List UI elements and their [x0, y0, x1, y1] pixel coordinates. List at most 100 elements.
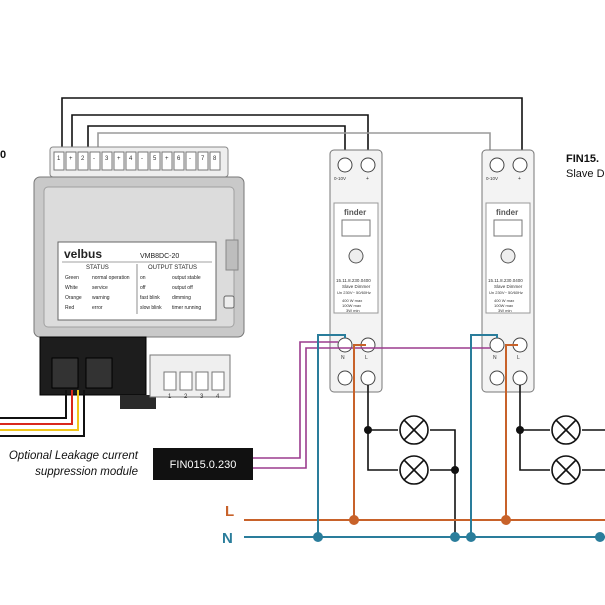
dimmer-subtitle: Slave Dimmer — [342, 284, 371, 289]
status-color: White — [65, 285, 78, 291]
dimmer-dial-frame — [493, 219, 523, 237]
neutral-junction-dot — [466, 532, 476, 542]
neutral-junction-dot — [595, 532, 605, 542]
live-junction-dot — [349, 515, 359, 525]
status-color: Red — [65, 305, 74, 311]
status-color: Green — [65, 275, 79, 281]
terminal-screw — [113, 151, 125, 171]
terminal-screw — [337, 157, 353, 173]
controller-vent — [225, 239, 239, 271]
neutral-bus — [244, 334, 605, 538]
terminal-screw — [149, 151, 161, 171]
dimmer-terminal-label: N — [493, 355, 497, 361]
dimmer-voltage: Un 230V~ 50/60Hz — [489, 290, 523, 295]
top-terminal-label: 8 — [213, 156, 217, 162]
terminal-screw — [489, 157, 505, 173]
bottom-terminal-label: 3 — [200, 394, 204, 400]
terminal-screw — [185, 151, 197, 171]
top-terminal-label: + — [69, 156, 73, 162]
terminal-screw — [489, 370, 505, 386]
status-header: STATUS — [86, 265, 109, 271]
junction-dot — [364, 426, 372, 434]
dimmer-model: 15.11.8.230.0400 — [336, 278, 371, 283]
dimmer-dial — [500, 248, 516, 264]
terminal-screw — [53, 151, 65, 171]
dimmer-brand: finder — [344, 208, 366, 217]
status-meaning: service — [92, 285, 108, 291]
live-junction-dot — [501, 515, 511, 525]
bottom-terminal-label: 2 — [184, 394, 188, 400]
dimmer-subtitle: Slave Dimmer — [494, 284, 523, 289]
top-terminal-label: 4 — [129, 156, 133, 162]
dimmer-terminal-label: L — [365, 355, 368, 361]
top-terminal-label: - — [93, 156, 95, 162]
bottom-terminal — [211, 371, 225, 391]
partial-left-label: 0 — [0, 149, 6, 161]
bottom-terminal — [195, 371, 209, 391]
control-wires — [61, 97, 523, 152]
dimmer-rating: 3W min — [346, 308, 360, 313]
dimmer-terminal-label: N — [341, 355, 345, 361]
dimmer-dial-frame — [341, 219, 371, 237]
top-terminals — [53, 151, 221, 171]
dimmer-top-label: 0-10V — [486, 176, 498, 181]
output-meaning: dimming — [172, 295, 191, 301]
terminal-screw — [125, 151, 137, 171]
dimmer-terminal-label: L — [517, 355, 520, 361]
output-state: on — [140, 275, 146, 281]
right-label-line1: FIN15. — [566, 153, 599, 165]
top-terminal-label: - — [141, 156, 143, 162]
top-terminal-label: 5 — [153, 156, 157, 162]
terminal-screw — [512, 370, 528, 386]
terminal-screw — [337, 337, 353, 353]
output-state: off — [140, 285, 146, 291]
top-terminal-label: 3 — [105, 156, 109, 162]
lamp — [551, 455, 581, 485]
controller-brand: velbus — [64, 247, 102, 261]
optional-label-line1: Optional Leakage current — [9, 450, 139, 462]
top-terminal-label: + — [165, 156, 169, 162]
dimmer-dial — [348, 248, 364, 264]
live-bus-label: L — [225, 503, 234, 520]
module-box-label: FIN015.0.230 — [170, 459, 237, 471]
velbus-controller: 1 + 2 - 3 + 4 - 5 + 6 - 7 8 velbus VMB8D… — [33, 146, 245, 409]
optional-label-line2: suppression module — [35, 466, 138, 478]
module-box — [153, 448, 253, 480]
connector-port — [51, 357, 79, 389]
dimmer-model: 15.11.8.230.0400 — [488, 278, 523, 283]
dimmer-top-label: + — [366, 176, 369, 182]
neutral-bus-label: N — [222, 530, 233, 547]
top-terminal-label: 1 — [57, 156, 61, 162]
neutral-junction-dot — [450, 532, 460, 542]
terminal-screw — [101, 151, 113, 171]
output-state: slow blink — [140, 305, 162, 311]
bottom-terminal-label: 4 — [216, 394, 220, 400]
junction-dot — [451, 466, 459, 474]
live-bus — [244, 344, 605, 521]
top-terminal-label: - — [189, 156, 191, 162]
dimmer-top-label: 0-10V — [334, 176, 346, 181]
dimmer-rating: 400 W max — [342, 298, 362, 303]
control-wire-black-outer — [61, 97, 523, 152]
output-state: fast blink — [140, 295, 160, 301]
controller-foot — [120, 395, 156, 409]
output-meaning: timer running — [172, 305, 201, 311]
dimmer-rating: 100W max — [342, 303, 361, 308]
top-terminal-label: 7 — [201, 156, 205, 162]
lamp — [551, 415, 581, 445]
terminal-screw — [360, 370, 376, 386]
terminal-screw — [89, 151, 101, 171]
bottom-terminal — [163, 371, 177, 391]
bottom-terminal-label: 1 — [168, 394, 172, 400]
dimmer-1: 0-10V + finder 15.11.8.230.0400 Slave Di… — [329, 149, 383, 393]
status-meaning: error — [92, 305, 103, 311]
bus-cable — [0, 390, 85, 437]
neutral-junction-dot — [313, 532, 323, 542]
dimmer-top-label: + — [518, 176, 521, 182]
right-label-line2: Slave D — [566, 168, 605, 180]
connector-port — [85, 357, 113, 389]
terminal-screw — [489, 337, 505, 353]
dimmer-rating: 400 W max — [494, 298, 514, 303]
top-terminal-label: + — [117, 156, 121, 162]
